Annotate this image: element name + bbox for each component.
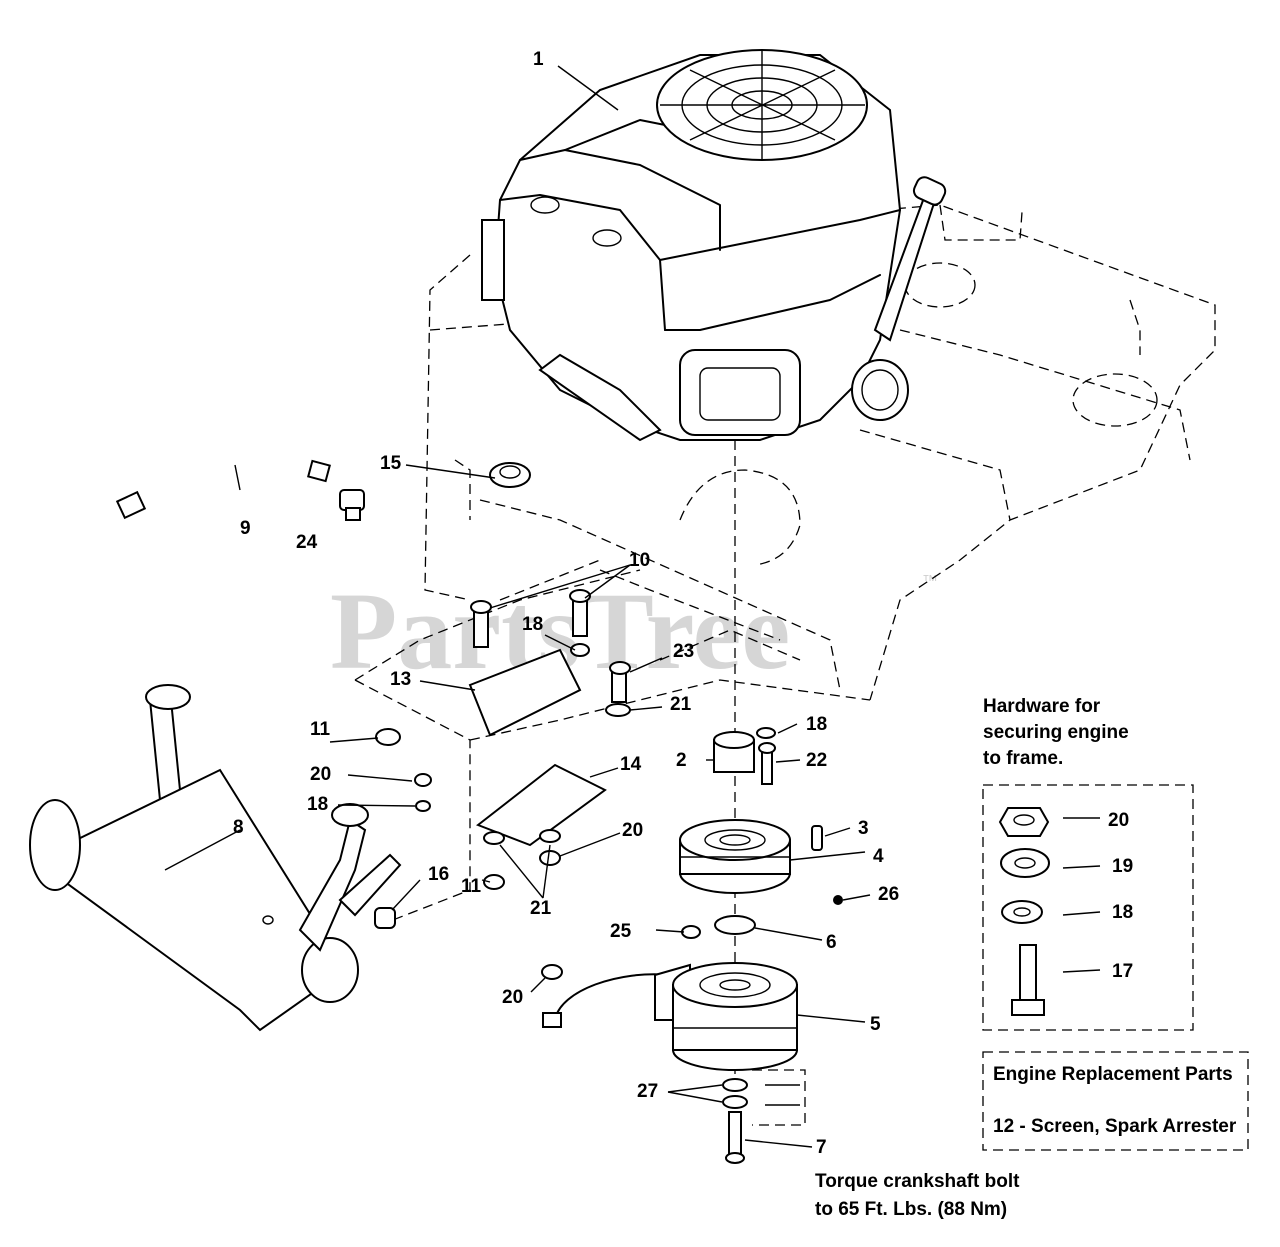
key-3 xyxy=(811,825,823,851)
hardware-item-18: 18 xyxy=(1112,902,1133,923)
hardware-small xyxy=(374,643,776,980)
spacer-2 xyxy=(713,731,755,773)
fitting-24 xyxy=(339,489,365,521)
washers-27-bracket xyxy=(752,1069,806,1126)
label-26: 26 xyxy=(878,884,899,905)
label-16: 16 xyxy=(428,864,449,885)
label-1: 1 xyxy=(533,49,544,70)
label-14: 14 xyxy=(620,754,642,775)
label-6: 6 xyxy=(826,932,837,953)
label-22: 22 xyxy=(806,750,827,771)
replacement-legend: Engine Replacement Parts 12 - Screen, Sp… xyxy=(982,1051,1249,1151)
label-21b: 21 xyxy=(530,898,552,919)
hardware-title-line-1: Hardware for xyxy=(983,696,1101,717)
grommet xyxy=(489,462,531,488)
bolts-10 xyxy=(470,589,591,648)
hardware-legend: Hardware for securing engine to frame. 2… xyxy=(982,696,1194,1031)
muffler xyxy=(29,684,402,1032)
washers-27-lines xyxy=(765,1084,800,1106)
pulley-4 xyxy=(679,819,791,894)
torque-note-line-2: to 65 Ft. Lbs. (88 Nm) xyxy=(815,1199,1007,1220)
replacement-title: Engine Replacement Parts xyxy=(993,1064,1233,1085)
label-23: 23 xyxy=(673,641,694,662)
label-20c: 20 xyxy=(502,987,523,1008)
engine xyxy=(481,49,947,442)
label-15: 15 xyxy=(380,453,402,474)
label-20a: 20 xyxy=(310,764,331,785)
label-2: 2 xyxy=(676,750,687,771)
replacement-item: 12 - Screen, Spark Arrester xyxy=(993,1116,1237,1137)
hardware-title-line-3: to frame. xyxy=(983,748,1063,769)
bracket-13 xyxy=(468,648,582,737)
torque-note-line-1: Torque crankshaft bolt xyxy=(815,1171,1020,1192)
washer-6 xyxy=(714,915,756,935)
washers-27 xyxy=(722,1078,748,1109)
label-24: 24 xyxy=(296,532,318,553)
plate-14 xyxy=(475,763,607,847)
bolt-7 xyxy=(725,1111,745,1164)
label-10: 10 xyxy=(629,550,650,571)
label-4: 4 xyxy=(873,846,884,867)
label-21a: 21 xyxy=(670,694,692,715)
fuel-line xyxy=(115,452,331,520)
label-7: 7 xyxy=(816,1137,827,1158)
label-27: 27 xyxy=(637,1081,658,1102)
label-18c: 18 xyxy=(307,794,328,815)
label-13: 13 xyxy=(390,669,411,690)
label-11b: 11 xyxy=(461,876,482,897)
hardware-title-line-2: securing engine xyxy=(983,722,1129,743)
hardware-item-17: 17 xyxy=(1112,961,1133,982)
label-9: 9 xyxy=(240,518,251,539)
hardware-box xyxy=(982,784,1194,1031)
hardware-item-20: 20 xyxy=(1108,810,1129,831)
frame-outline xyxy=(354,204,1216,926)
label-11a: 11 xyxy=(310,719,331,740)
label-18a: 18 xyxy=(522,614,543,635)
callout-lines xyxy=(164,65,871,1148)
hardware-item-19: 19 xyxy=(1112,856,1133,877)
label-5: 5 xyxy=(870,1014,881,1035)
clutch-5 xyxy=(542,962,798,1071)
label-18b: 18 xyxy=(806,714,827,735)
replacement-box xyxy=(982,1051,1249,1151)
label-25: 25 xyxy=(610,921,632,942)
label-8: 8 xyxy=(233,817,244,838)
set-screw-26 xyxy=(833,895,843,905)
label-20b: 20 xyxy=(622,820,643,841)
label-3: 3 xyxy=(858,818,869,839)
